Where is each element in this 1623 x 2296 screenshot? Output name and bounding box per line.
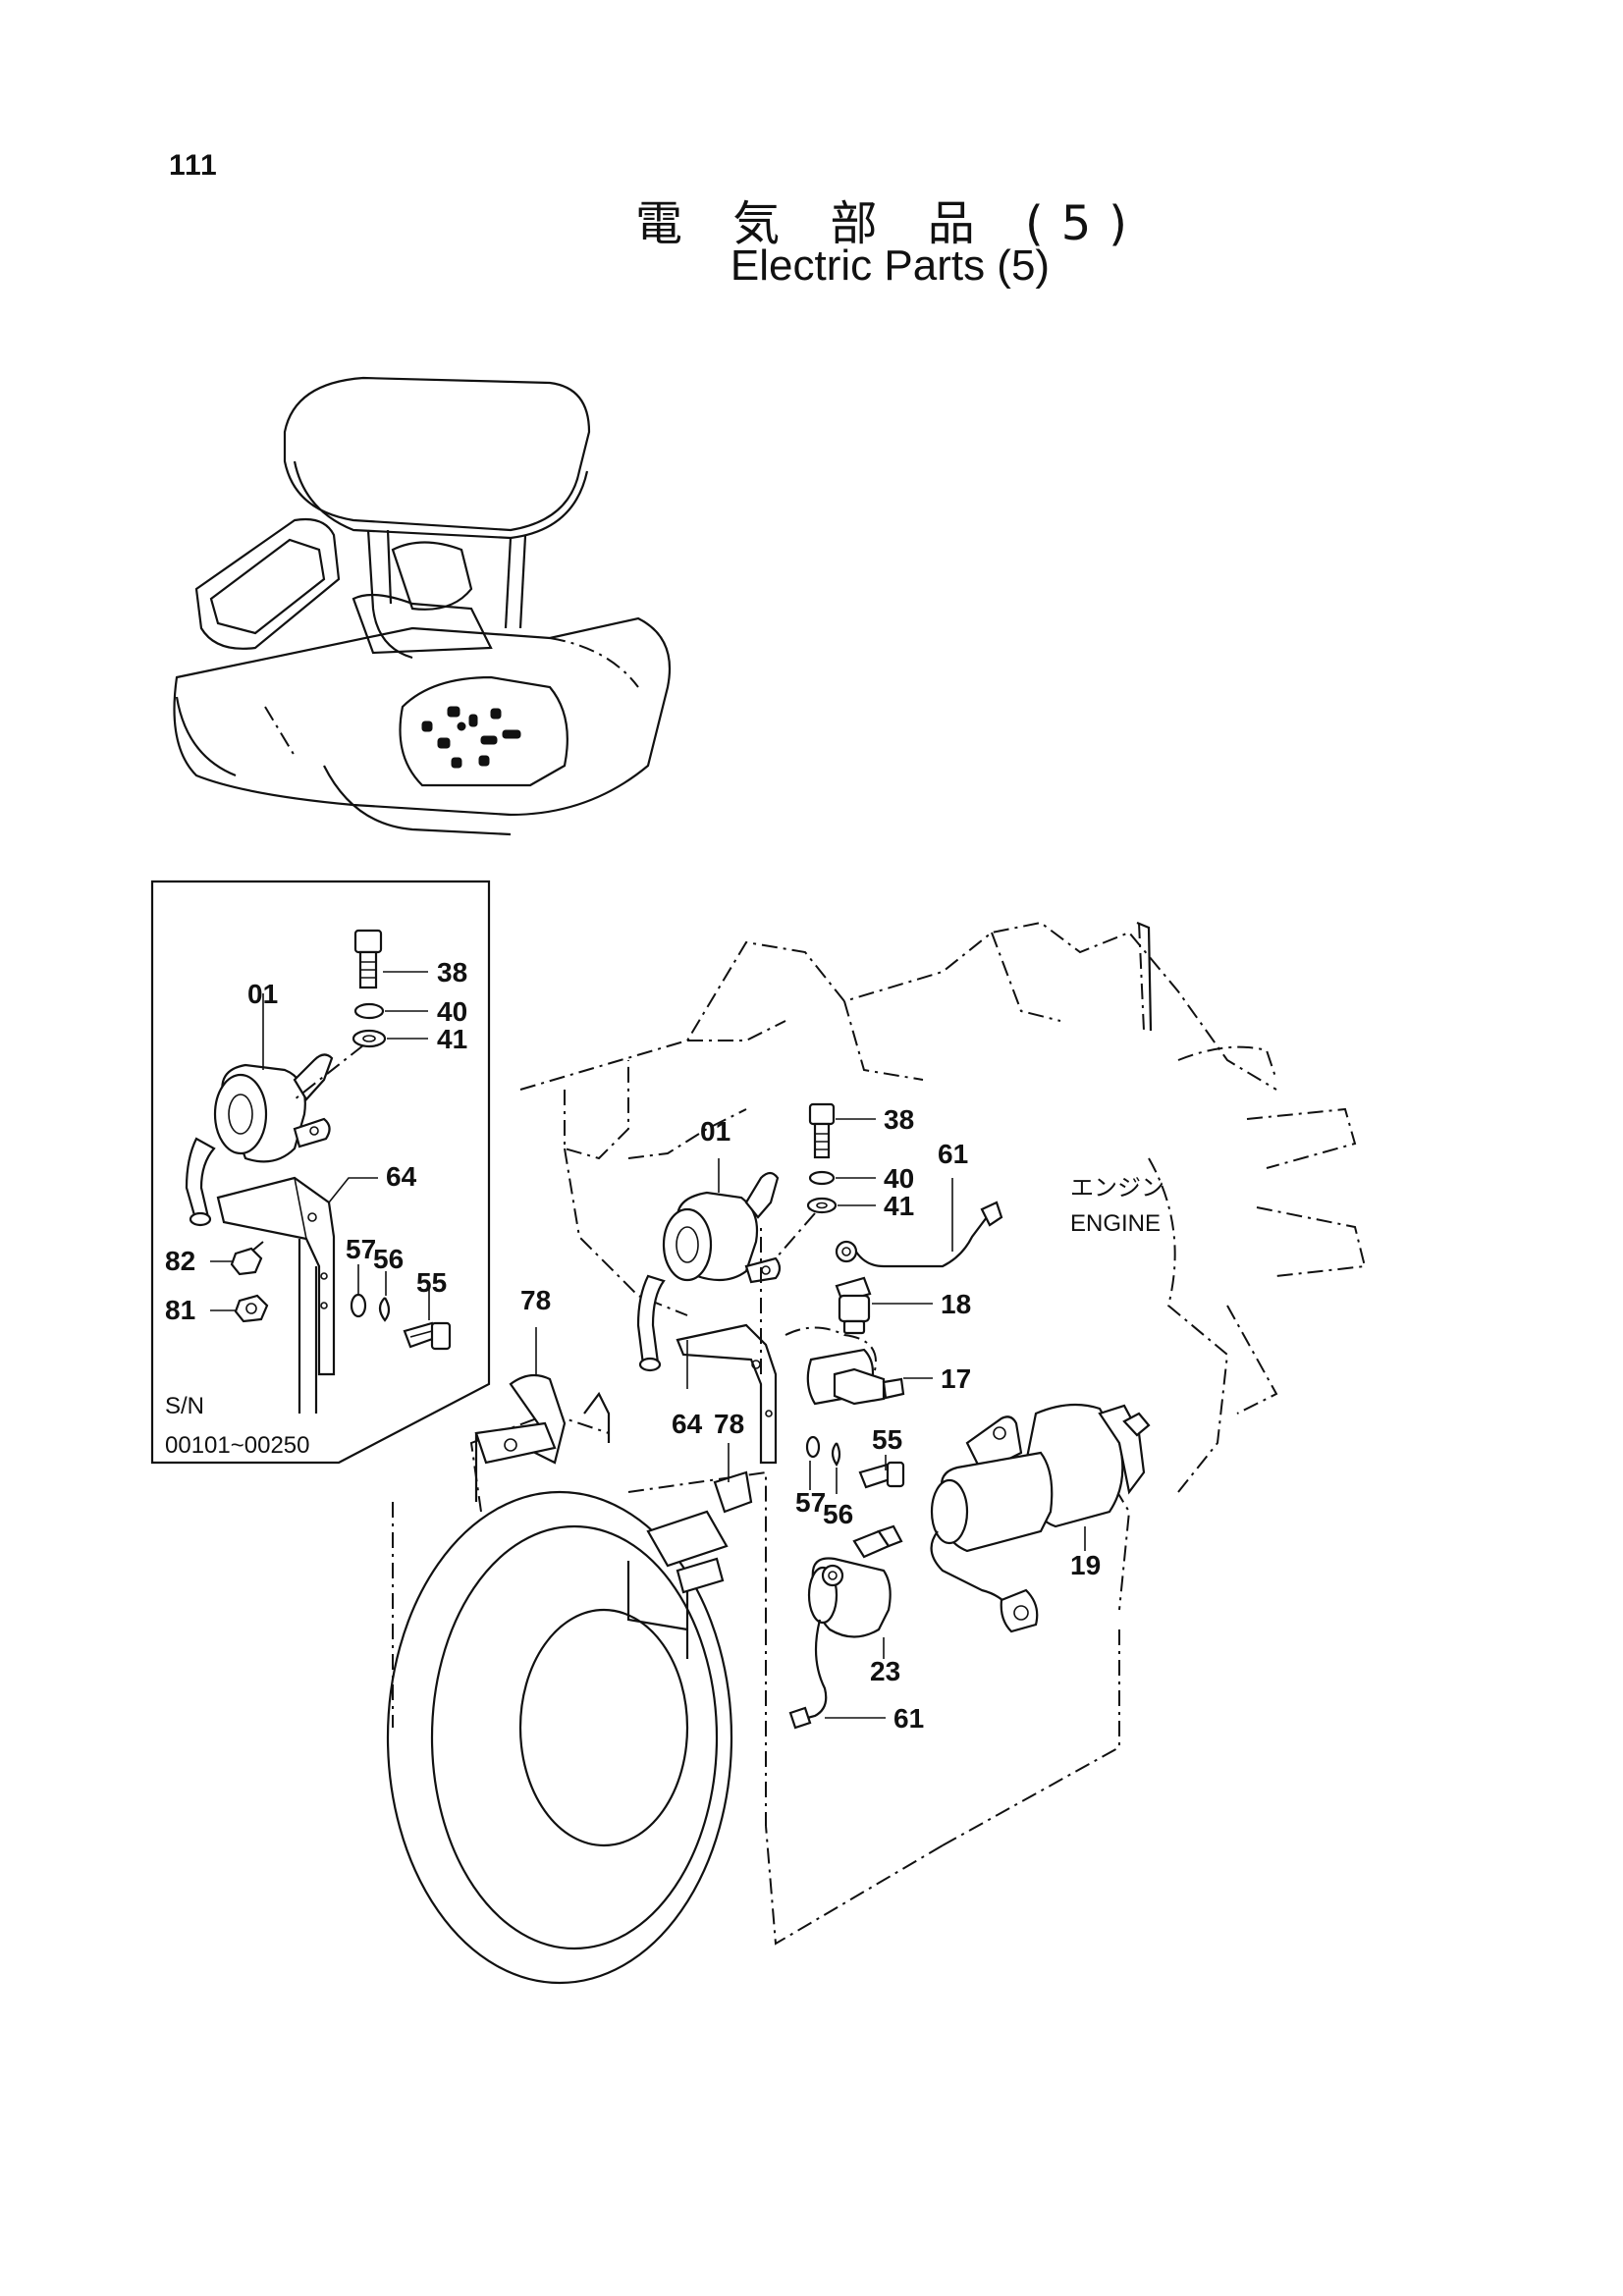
inset-bolt-55 <box>403 1321 452 1351</box>
inset-detail-box <box>150 880 491 1465</box>
pressure-switch-23 <box>788 1524 903 1730</box>
callout-inset-38: 38 <box>437 957 467 988</box>
callout-main-78-top: 78 <box>520 1285 551 1315</box>
page-number: 111 <box>169 149 218 182</box>
callout-main-17: 17 <box>941 1363 971 1394</box>
callout-inset-64: 64 <box>386 1161 417 1192</box>
callout-inset-55: 55 <box>416 1267 447 1298</box>
callout-main-61-bottom: 61 <box>893 1703 924 1734</box>
inset-serial-label: S/N <box>165 1393 204 1419</box>
engine-label-japanese: エンジン <box>1070 1175 1164 1201</box>
callout-inset-01: 01 <box>247 979 278 1009</box>
callout-inset-41: 41 <box>437 1024 467 1054</box>
engine-assembly-illustration <box>386 921 1367 1985</box>
callout-main-41: 41 <box>884 1191 914 1221</box>
main-fuel-pump-01 <box>636 1171 782 1372</box>
callout-main-38: 38 <box>884 1104 914 1135</box>
solenoid-19 <box>930 1403 1151 1633</box>
machine-overview-illustration <box>173 376 672 836</box>
callout-main-55: 55 <box>872 1424 902 1455</box>
callout-main-01: 01 <box>700 1116 730 1147</box>
callout-main-18: 18 <box>941 1289 971 1319</box>
callout-main-57: 57 <box>795 1487 826 1518</box>
inset-fuel-pump-01 <box>185 1053 334 1227</box>
callout-inset-40: 40 <box>437 996 467 1027</box>
inset-bolt-38 <box>353 929 383 989</box>
callout-main-61-top: 61 <box>938 1139 968 1169</box>
callout-inset-56: 56 <box>373 1244 404 1274</box>
engine-label-english: ENGINE <box>1070 1210 1161 1237</box>
callout-main-78-lower: 78 <box>714 1409 744 1439</box>
callout-main-64: 64 <box>672 1409 703 1439</box>
callout-main-56: 56 <box>823 1499 853 1529</box>
callout-main-40: 40 <box>884 1163 914 1194</box>
callout-main-19: 19 <box>1070 1550 1101 1580</box>
callout-inset-57: 57 <box>346 1234 376 1264</box>
title-japanese: 電 気 部 品 (5) <box>634 196 1146 251</box>
title-english: Electric Parts (5) <box>730 241 1051 290</box>
inset-serial-range: 00101~00250 <box>165 1432 310 1459</box>
callout-inset-81: 81 <box>165 1295 195 1325</box>
callout-inset-82: 82 <box>165 1246 195 1276</box>
callout-main-23: 23 <box>870 1656 900 1686</box>
